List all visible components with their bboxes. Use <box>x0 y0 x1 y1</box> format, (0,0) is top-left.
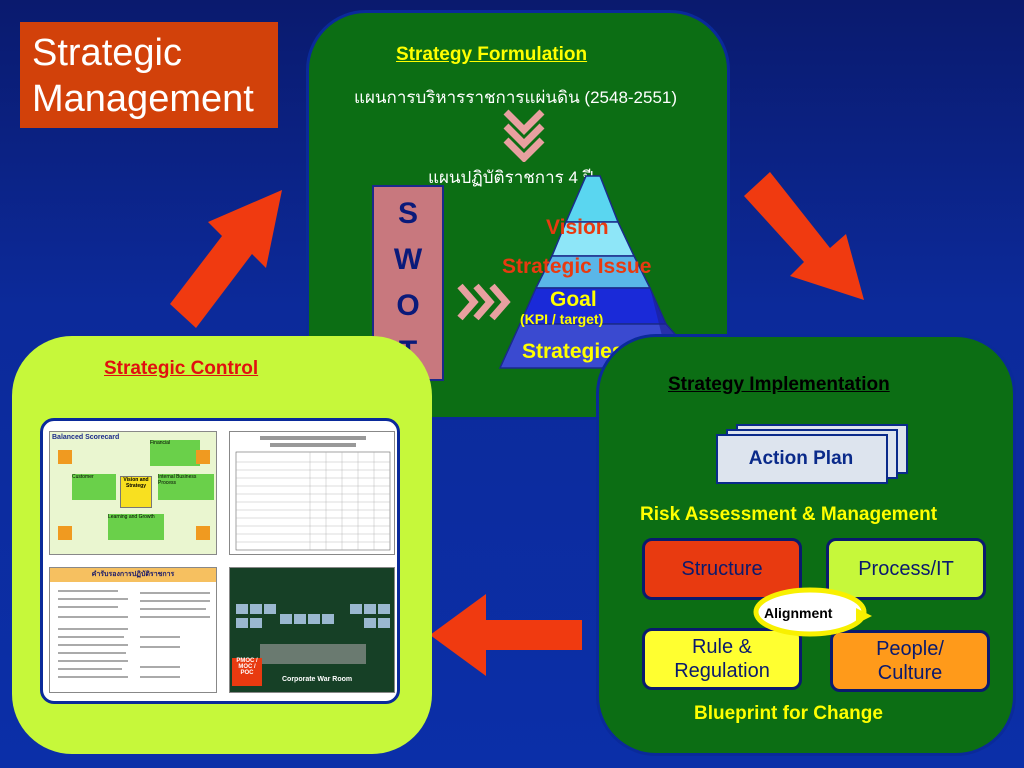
pyramid-strategic-issue: Strategic Issue <box>502 255 652 278</box>
thumb-center: Vision and Strategy <box>120 476 152 508</box>
arrow-up-right-icon <box>170 190 282 328</box>
pyramid-vision: Vision <box>546 216 609 239</box>
war-room-thumb: PMOC / MOC / POC Corporate War Room <box>229 567 395 693</box>
kpi-table-thumb <box>229 431 395 555</box>
alignment-cycle-icon <box>753 587 872 637</box>
implementation-heading: Strategy Implementation <box>668 374 890 395</box>
thumb-title: Balanced Scorecard <box>52 434 120 441</box>
blueprint-heading: Blueprint for Change <box>694 703 883 724</box>
people-block: People/ Culture <box>830 630 990 692</box>
room-caption: Corporate War Room <box>282 676 353 683</box>
swot-letter: O <box>396 289 420 322</box>
document-lines <box>58 590 210 678</box>
arrow-icon <box>58 526 72 540</box>
formulation-plan-line: แผนการบริหารราชการแผ่นดิน (2548-2551) <box>354 88 678 107</box>
table-lines <box>235 436 391 551</box>
alignment-label: Alignment <box>764 605 833 621</box>
structure-block: Structure <box>642 538 802 600</box>
room-badge: PMOC / MOC / POC <box>232 658 262 686</box>
agreement-document-thumb: คำรับรองการปฏิบัติราชการ <box>49 567 217 693</box>
people-label: People/ Culture <box>876 638 944 684</box>
swot-letter: S <box>397 197 418 230</box>
document-title: คำรับรองการปฏิบัติราชการ <box>50 568 216 582</box>
pyramid-kpi: (KPI / target) <box>520 311 604 327</box>
chevron-down-icon <box>503 109 545 162</box>
pyramid-goal: Goal <box>550 288 597 311</box>
control-thumbnails: Balanced Scorecard Vision and Strategy F… <box>40 418 400 704</box>
arrow-icon <box>196 526 210 540</box>
thumb-customer: Customer <box>72 474 116 500</box>
thumb-financial: Financial <box>150 440 200 466</box>
structure-label: Structure <box>681 558 763 580</box>
page-title: Strategic Management <box>20 22 278 128</box>
rule-block: Rule & Regulation <box>642 628 802 690</box>
process-label: Process/IT <box>858 558 954 580</box>
arrow-icon <box>196 450 210 464</box>
rule-label: Rule & Regulation <box>674 636 770 682</box>
risk-heading: Risk Assessment & Management <box>640 504 938 525</box>
thumb-learning: Learning and Growth <box>108 514 164 540</box>
pyramid-strategies: Strategies <box>522 340 624 363</box>
thumb-internal: Internal Business Process <box>158 474 214 500</box>
formulation-heading: Strategy Formulation <box>396 44 588 65</box>
chevron-right-icon <box>457 283 511 321</box>
balanced-scorecard-thumb: Balanced Scorecard Vision and Strategy F… <box>49 431 217 555</box>
action-plan-label: Action Plan <box>748 448 854 469</box>
arrow-down-right-icon <box>744 172 864 300</box>
action-plan-doc-front <box>716 434 888 484</box>
control-heading: Strategic Control <box>104 358 259 379</box>
process-block: Process/IT <box>826 538 986 600</box>
formulation-4year-line: แผนปฏิบัติราชการ 4 ปี <box>428 168 594 187</box>
arrow-icon <box>58 450 72 464</box>
swot-letter: W <box>393 243 423 276</box>
arrow-left-icon <box>430 594 582 676</box>
